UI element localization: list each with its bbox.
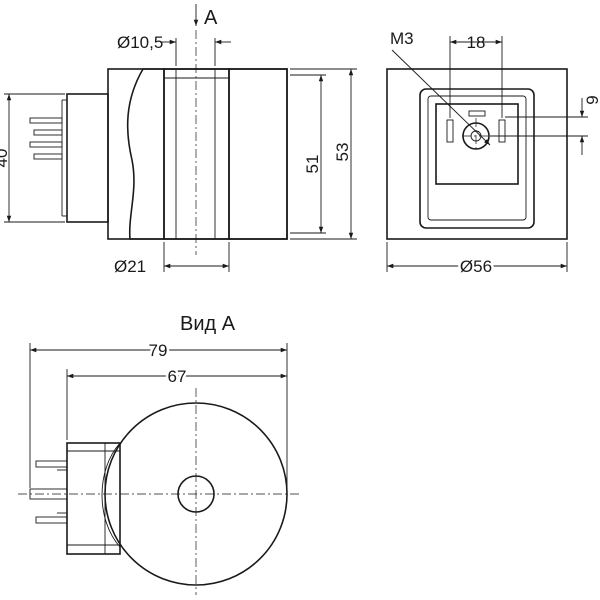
thread-label: M3	[390, 29, 414, 48]
pin-slot-left	[446, 119, 454, 143]
dim-width-text: Ø56	[460, 257, 492, 276]
dim-bore-diameter: Ø10,5	[117, 33, 231, 66]
hatch-right	[228, 68, 288, 240]
pin-slot-right	[498, 119, 506, 143]
view-a-connector	[18, 442, 300, 555]
dim-side-height: 40	[0, 93, 65, 223]
thread-leader	[391, 49, 491, 146]
dim-height-inner-text: 51	[303, 155, 322, 174]
dim-body-length-text: 67	[168, 367, 187, 386]
dim-height-inner: 51	[290, 74, 326, 234]
hatch-left	[126, 68, 165, 240]
bore	[163, 68, 230, 240]
dim-outer-diameter-text: Ø21	[114, 257, 146, 276]
dim-outer-diameter: Ø21	[114, 242, 230, 276]
dim-pin-offset: 9	[490, 95, 600, 155]
dim-overall-length-text: 79	[149, 341, 168, 360]
dim-pin-spacing-text: 18	[467, 33, 486, 52]
dim-body-length: 67	[66, 365, 287, 440]
dim-pin-offset-text: 9	[583, 95, 600, 104]
dim-height-outer: 53	[290, 68, 357, 240]
dim-width: Ø56	[386, 242, 568, 279]
view-arrow-label: A	[204, 7, 218, 29]
connector-frame-outer	[419, 88, 535, 229]
side-body	[386, 68, 568, 240]
connector-face	[435, 103, 519, 185]
dim-bore-diameter-text: Ø10,5	[117, 33, 163, 52]
dim-pin-spacing: 18	[449, 33, 503, 118]
dim-height-outer-text: 53	[333, 143, 352, 162]
dim-overall-length: 79	[29, 339, 288, 494]
connector-block	[29, 93, 109, 223]
coil-body	[107, 68, 288, 240]
view-a-title: Вид А	[180, 313, 236, 335]
view-a: Вид А 79	[18, 313, 300, 595]
front-section-view: A Ø10,5 Ø21 51 53	[0, 4, 357, 276]
side-view: M3 18 9 Ø56	[386, 29, 600, 279]
dim-side-height-text: 40	[0, 149, 11, 168]
